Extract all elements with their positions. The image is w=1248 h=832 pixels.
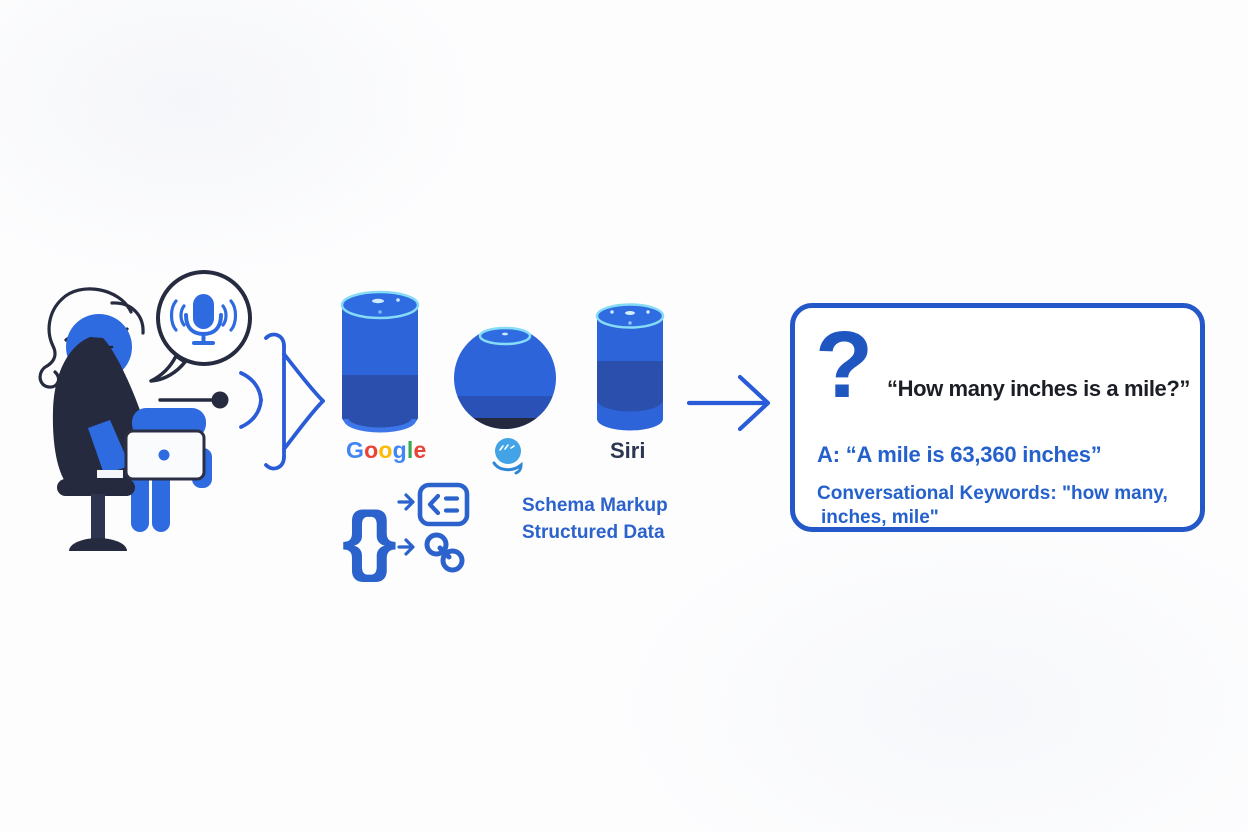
leg-left [131, 468, 149, 532]
cuff [97, 470, 123, 478]
arrow-to-link-icon [397, 538, 415, 556]
voice-question-text: “How many inches is a mile?” [887, 376, 1191, 401]
schema-caption-line2: Structured Data [522, 522, 665, 543]
speech-bubble [149, 270, 252, 383]
conversational-keywords: Conversational Keywords: "how many, inch… [817, 482, 1168, 530]
google-letter: G [346, 437, 365, 463]
microphone-icon [184, 294, 223, 345]
keywords-line1: Conversational Keywords: "how many, [817, 483, 1168, 504]
link-icon [424, 532, 465, 573]
schema-icon-cluster: {} [342, 482, 470, 583]
speech-bubble-tail [149, 354, 187, 383]
siri-label: Siri [610, 438, 646, 463]
answer-card: ? “How many inches is a mile?” A: “A mil… [790, 303, 1205, 532]
alexa-smile-icon [492, 438, 523, 475]
leg-right [152, 468, 170, 532]
arm [88, 420, 130, 474]
stool [57, 479, 135, 551]
laptop-icon [124, 429, 206, 481]
code-markup-icon [417, 482, 470, 527]
google-letter: e [413, 437, 427, 463]
google-letter: o [378, 437, 393, 463]
schema-caption: Schema Markup Structured Data [522, 492, 668, 546]
person-at-laptop-illustration [38, 287, 212, 551]
google-letter: o [364, 437, 379, 463]
google-letter: l [406, 437, 414, 463]
google-label: Google [346, 437, 426, 464]
right-arrow-icon [686, 374, 771, 432]
voice-flow-arrow-icon [239, 332, 325, 471]
keywords-line2: inches, mile" [821, 507, 939, 528]
curly-braces-icon: {} [342, 495, 396, 583]
voice-answer-text: A: “A mile is 63,360 inches” [817, 442, 1102, 467]
echo-cylinder-speaker [340, 290, 420, 433]
schema-caption-line1: Schema Markup [522, 495, 668, 516]
question-mark: ? [815, 312, 874, 418]
sphere-speaker [454, 326, 556, 429]
siri-cylinder-speaker [595, 303, 665, 431]
google-letter: g [392, 437, 407, 463]
pointer-line-dot [158, 391, 229, 409]
arrow-to-code-icon [397, 493, 415, 511]
sound-waves-icon [169, 299, 238, 332]
